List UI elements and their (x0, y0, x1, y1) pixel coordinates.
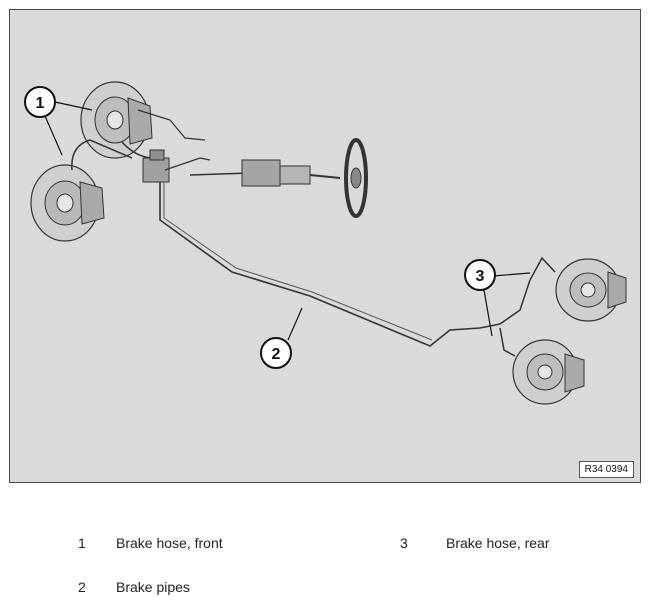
front-brake-pipe-top (137, 109, 206, 141)
callout-1: 1 (24, 86, 56, 118)
callout-1-leader-a (54, 101, 93, 111)
callout-3: 3 (464, 259, 496, 291)
front-brake-hose-lower (71, 139, 133, 171)
steering-wheel (344, 138, 368, 218)
brake-system-figure: 1 2 3 R34 0394 (9, 9, 641, 483)
brake-booster-assembly (189, 159, 341, 187)
legend-row-1: 1 Brake hose, front 3 Brake hose, rear (0, 534, 651, 552)
callout-3-leader-b (483, 289, 493, 337)
callout-2-label: 2 (272, 346, 281, 363)
callout-3-leader-a (492, 272, 531, 277)
rear-brake-hose-upper (499, 256, 556, 325)
legend-text: Brake hose, rear (446, 535, 550, 551)
legend-row-2: 2 Brake pipes (0, 578, 651, 596)
rear-brake-hose-lower (499, 327, 516, 357)
callout-1-leader-b (44, 115, 63, 156)
front-right-brake-disc (30, 164, 105, 242)
callout-2-leader (287, 307, 303, 341)
callout-2: 2 (260, 337, 292, 369)
rear-left-brake-disc (555, 258, 627, 322)
main-brake-pipe (159, 182, 501, 347)
legend-text: Brake pipes (116, 579, 190, 595)
callout-3-label: 3 (476, 268, 485, 285)
abs-unit (142, 149, 170, 183)
front-left-brake-disc (80, 81, 153, 159)
callout-1-label: 1 (36, 95, 45, 112)
legend-number: 1 (78, 535, 86, 551)
legend-number: 2 (78, 579, 86, 595)
legend-number: 3 (400, 535, 408, 551)
brake-system-drawing: 1 2 3 (24, 81, 627, 405)
reference-code: R34 0394 (578, 461, 634, 478)
legend-text: Brake hose, front (116, 535, 223, 551)
rear-right-brake-disc (512, 339, 585, 405)
